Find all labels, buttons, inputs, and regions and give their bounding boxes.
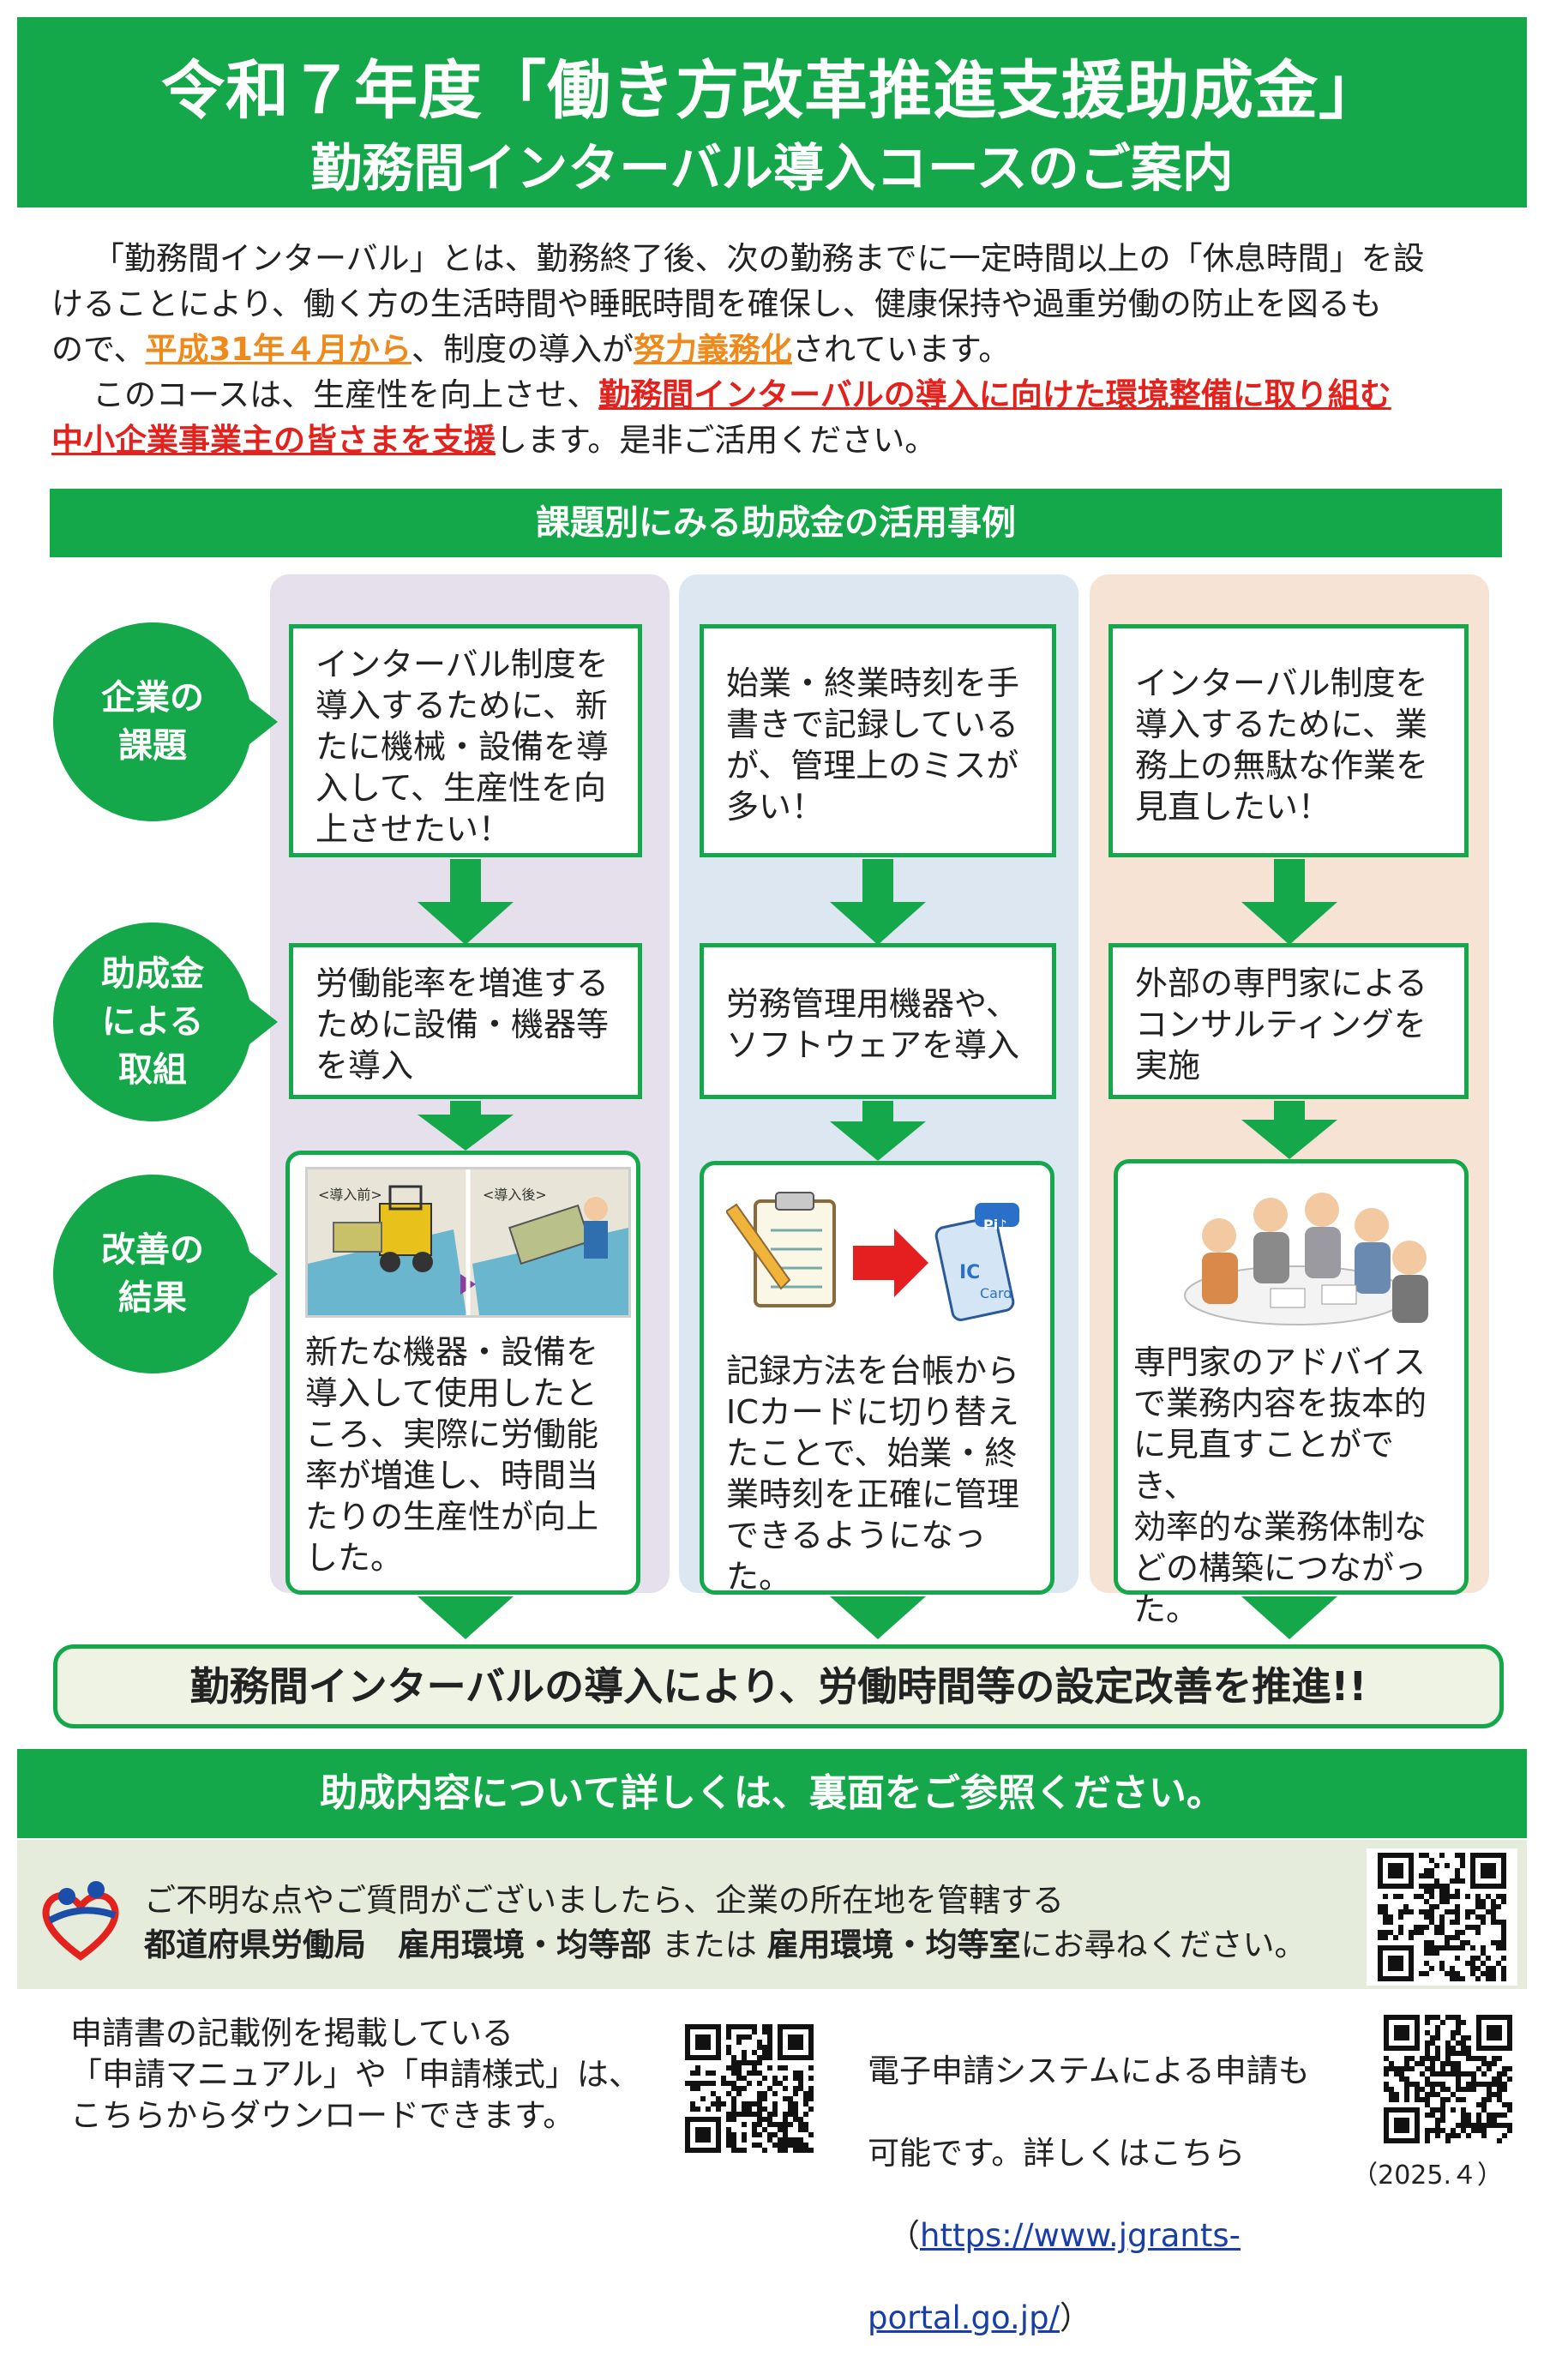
page-title: 令和７年度「働き方改革推進支援助成金」 [161, 54, 1383, 128]
contact-office-1: 都道府県労働局 雇用環境・均等部 [144, 1926, 652, 1963]
highlight-obligation: 努力義務化 [634, 331, 793, 368]
contact-line-1: ご不明な点やご質問がございましたら、企業の所在地を管轄する [144, 1882, 1064, 1919]
label-result: 改善の 結果 [53, 1175, 278, 1373]
measure-text: 労働能率を増進する ために設備・機器等 を導入 [315, 965, 610, 1085]
ministry-logo-icon [42, 1881, 119, 1961]
intro-text: このコースは、生産性を向上させ、 [93, 376, 599, 413]
conclusion-banner: 勤務間インターバルの導入により、労働時間等の設定改善を推進!! [53, 1644, 1504, 1728]
e-app-line-1: 電子申請システムによる申請も [868, 2052, 1310, 2089]
contact-text: または [652, 1926, 767, 1963]
intro-paragraph: 「勤務間インターバル」とは、勤務終了後、次の勤務までに一定時間以上の「休息時間」… [51, 236, 1500, 463]
card-label: Card [980, 1285, 1012, 1301]
e-app-link-line: （https://www.jgrants- [868, 2215, 1310, 2257]
intro-line-1: 「勤務間インターバル」とは、勤務終了後、次の勤務までに一定時間以上の「休息時間」… [93, 240, 1425, 277]
measure-box-2: 労務管理用機器や、 ソフトウェアを導入 [700, 943, 1056, 1099]
result-text: 専門家のアドバイス で業務内容を抜本的 に見直すことができ、 効率的な業務体制な… [1133, 1343, 1427, 1628]
result-box-2: IC Card Pi♪ 記録方法を台帳から ICカードに切り替え たことで、始業… [700, 1161, 1054, 1596]
e-app-link-line-2: portal.go.jp/） [868, 2298, 1310, 2339]
detail-notice-bar: 助成内容について詳しくは、裏面をご参照ください。 [17, 1749, 1527, 1838]
page-subtitle: 勤務間インターバル導入コースのご案内 [310, 139, 1234, 199]
intro-text: 、制度の導入が [412, 331, 634, 368]
qr-code-e-application[interactable] [1384, 2015, 1512, 2143]
card-pi-label: Pi♪ [983, 1217, 1007, 1233]
before-label: <導入前> [318, 1187, 382, 1203]
card-ic-label: IC [959, 1262, 981, 1283]
contact-line-2: 都道府県労働局 雇用環境・均等部 または 雇用環境・均等室にお尋ねください。 [144, 1919, 1307, 1965]
e-app-line-2: 可能です。詳しくはこちら [868, 2135, 1246, 2172]
intro-line-5: 中小企業事業主の皆さまを支援します。是非ご活用ください。 [51, 418, 1500, 463]
issue-date: （2025.４） [1352, 2161, 1503, 2191]
paren: ） [1060, 2299, 1092, 2336]
measure-box-3: 外部の専門家による コンサルティングを 実施 [1108, 943, 1469, 1099]
factory-illustration: <導入前> <導入後> [305, 1167, 631, 1318]
intro-text: されています。 [792, 331, 1011, 368]
result-box-1: <導入前> <導入後> 新たな機器・設備を 導入して使用したと ころ、実際に労働… [285, 1151, 640, 1595]
intro-text: ので、 [51, 331, 146, 368]
qr-code-download[interactable] [682, 2022, 816, 2155]
intro-line-4: このコースは、生産性を向上させ、勤務間インターバルの導入に向けた環境整備に取り組… [51, 372, 1500, 418]
result-text: 新たな機器・設備を 導入して使用したと ころ、実際に労働能 率が増進し、時間当 … [305, 1333, 599, 1577]
header-banner: 令和７年度「働き方改革推進支援助成金」 勤務間インターバル導入コースのご案内 [17, 17, 1527, 207]
measure-text: 労務管理用機器や、 ソフトウェアを導入 [726, 985, 1020, 1064]
intro-line-2: けることにより、働く方の生活時間や睡眠時間を確保し、健康保持や過重労働の防止を図… [51, 285, 1382, 322]
meeting-illustration [1133, 1175, 1454, 1338]
jgrants-link[interactable]: https://www.jgrants- [920, 2217, 1241, 2254]
qr-code-contact[interactable] [1367, 1848, 1517, 1986]
issue-box-2: 始業・終業時刻を手 書きで記録している が、管理上のミスが 多い！ [700, 624, 1056, 857]
qr-pattern [1384, 2015, 1512, 2143]
highlight-date: 平成31年４月から [145, 331, 412, 368]
measure-text: 外部の専門家による コンサルティングを 実施 [1135, 965, 1427, 1085]
after-label: <導入後> [483, 1187, 547, 1203]
qr-pattern [1378, 1853, 1506, 1981]
download-info-text: 申請書の記載例を掲載している 「申請マニュアル」や「申請様式」は、 こちらからダ… [70, 2015, 640, 2134]
measure-box-1: 労働能率を増進する ために設備・機器等 を導入 [289, 943, 642, 1099]
issue-box-3: インターバル制度を 導入するために、業 務上の無駄な作業を 見直したい！ [1108, 624, 1469, 857]
contact-office-2: 雇用環境・均等室 [766, 1926, 1021, 1963]
intro-line-3: ので、平成31年４月から、制度の導入が努力義務化されています。 [51, 327, 1500, 372]
issue-text: インターバル制度を 導入するために、業 務上の無駄な作業を 見直したい！ [1135, 664, 1429, 826]
jgrants-link-cont[interactable]: portal.go.jp/ [868, 2299, 1060, 2336]
section-title-cases: 課題別にみる助成金の活用事例 [50, 489, 1502, 557]
contact-section: ご不明な点やご質問がございましたら、企業の所在地を管轄する 都道府県労働局 雇用… [17, 1840, 1527, 1989]
e-application-text: 電子申請システムによる申請も 可能です。詳しくはこちら （https://www… [868, 2010, 1310, 2380]
label-measure: 助成金 による 取組 [53, 923, 278, 1121]
paren: （ [888, 2217, 920, 2254]
result-box-3: 専門家のアドバイス で業務内容を抜本的 に見直すことができ、 効率的な業務体制な… [1114, 1159, 1469, 1628]
qr-pattern [685, 2024, 814, 2153]
issue-text: インターバル制度を 導入するために、新 たに機械・設備を導 入して、生産性を向 … [315, 646, 610, 848]
issue-box-1: インターバル制度を 導入するために、新 たに機械・設備を導 入して、生産性を向 … [289, 624, 642, 857]
issue-text: 始業・終業時刻を手 書きで記録している が、管理上のミスが 多い！ [726, 664, 1020, 826]
highlight-support: 中小企業事業主の皆さまを支援 [51, 422, 496, 459]
result-text: 記録方法を台帳から ICカードに切り替え たことで、始業・終 業時刻を正確に管理… [726, 1352, 1020, 1596]
label-issue: 企業の 課題 [53, 622, 278, 821]
timecard-illustration: IC Card Pi♪ [724, 1177, 1036, 1331]
contact-text: にお尋ねください。 [1020, 1926, 1307, 1963]
highlight-environment: 勤務間インターバルの導入に向けた環境整備に取り組む [598, 376, 1391, 413]
intro-text: します。是非ご活用ください。 [496, 422, 937, 459]
